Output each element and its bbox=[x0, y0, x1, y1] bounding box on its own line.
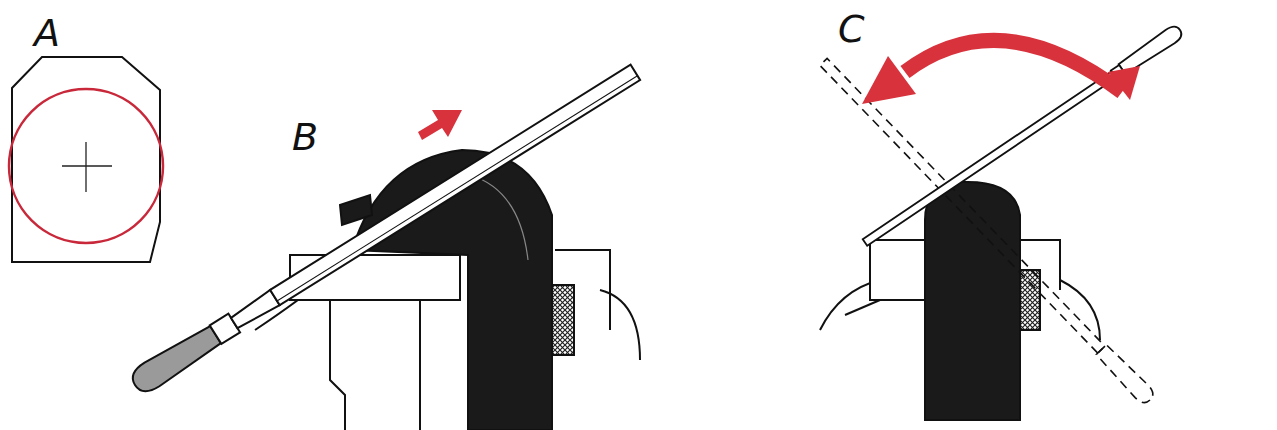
figure-letter: C bbox=[838, 10, 865, 48]
vise-c bbox=[820, 182, 1100, 420]
figure-letter: B bbox=[292, 118, 318, 156]
flat-file-b bbox=[128, 60, 643, 396]
file-previous-position bbox=[817, 56, 1156, 407]
marked-blank bbox=[9, 57, 163, 262]
half-round-file bbox=[860, 23, 1184, 249]
figure-letter: A bbox=[34, 14, 60, 52]
rocking-arrow bbox=[862, 40, 1140, 104]
motion-arrow bbox=[418, 110, 462, 140]
